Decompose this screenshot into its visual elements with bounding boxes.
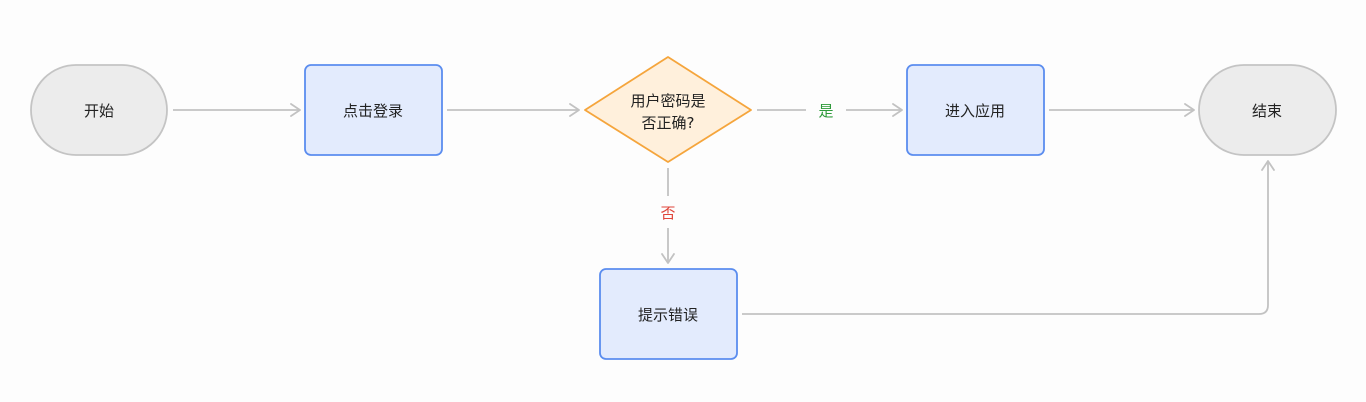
process-shape <box>304 64 443 156</box>
node-error-label: 提示错误 <box>638 306 698 324</box>
terminal-shape <box>30 64 168 156</box>
process-shape <box>906 64 1045 156</box>
edge-label-yes: 是 <box>818 102 833 120</box>
edge-label-no: 否 <box>660 204 675 222</box>
process-shape <box>599 268 738 360</box>
node-check-label-line-2: 否正确? <box>642 114 695 132</box>
node-check[interactable]: 用户密码是 否正确? <box>584 56 752 163</box>
node-start-label: 开始 <box>84 102 114 120</box>
node-start[interactable]: 开始 <box>30 64 168 156</box>
node-enter-label: 进入应用 <box>945 102 1005 120</box>
nodes: 开始 点击登录 用户密码是 否正确? 进入应用 结束 <box>30 56 1337 360</box>
terminal-shape <box>1198 64 1337 156</box>
node-login[interactable]: 点击登录 <box>304 64 443 156</box>
edge-error-to-end[interactable] <box>742 160 1275 315</box>
node-login-label: 点击登录 <box>343 102 403 120</box>
node-end[interactable]: 结束 <box>1198 64 1337 156</box>
node-check-label-line-1: 用户密码是 <box>630 92 705 110</box>
node-enter[interactable]: 进入应用 <box>906 64 1045 156</box>
node-error[interactable]: 提示错误 <box>599 268 738 360</box>
decision-shape <box>584 56 752 163</box>
node-end-label: 结束 <box>1252 102 1282 120</box>
edges: 是 否 <box>173 102 1275 315</box>
